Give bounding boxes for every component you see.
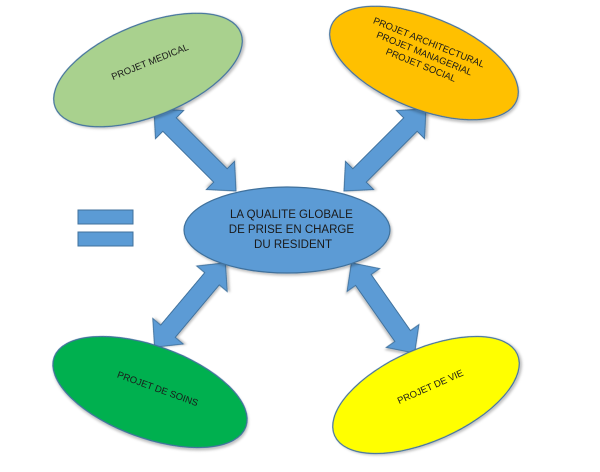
node-projet-medical: PROJET MEDICAL [53, 12, 243, 128]
node-projet-architectural: PROJET ARCHITECTURAL PROJET MANAGERIAL P… [329, 5, 519, 121]
center-label-line-1: LA QUALITE GLOBALE [230, 209, 353, 221]
equals-bar-top [77, 209, 134, 225]
center-node: LA QUALITE GLOBALE DE PRISE EN CHARGE DU… [183, 186, 391, 274]
double-arrow-icon [334, 250, 432, 366]
center-label-line-3: DU RESIDENT [254, 239, 332, 251]
arrow-bottom-left [138, 249, 242, 361]
center-label-line-2: DE PRISE EN CHARGE [229, 224, 355, 236]
center-label: LA QUALITE GLOBALE DE PRISE EN CHARGE DU… [229, 209, 357, 251]
double-arrow-icon [138, 249, 242, 361]
node-projet-de-soins: PROJET DE SOINS [52, 335, 248, 449]
node-projet-de-vie: PROJET DE VIE [332, 335, 520, 455]
equals-icon [77, 209, 134, 247]
arrow-bottom-right [334, 250, 432, 366]
equals-bar-bottom [77, 231, 134, 247]
